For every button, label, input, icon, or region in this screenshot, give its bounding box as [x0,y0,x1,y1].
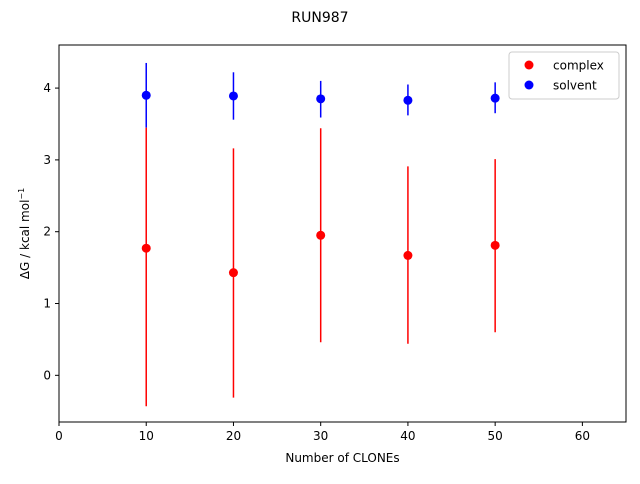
y-tick-label: 1 [43,297,51,311]
y-tick-label: 4 [43,81,51,95]
solvent-point [490,93,500,103]
x-tick-label: 30 [313,429,328,443]
y-axis-label-exponent: −1 [17,188,26,200]
legend: complex solvent [508,51,620,100]
legend-marker-solvent [524,80,534,90]
y-axis-ticks: 0 1 2 3 4 [43,81,59,382]
complex-point [403,250,413,260]
x-axis-ticks: 0 10 20 30 40 50 60 [55,422,590,443]
complex-point [490,240,500,250]
x-tick-label: 10 [139,429,154,443]
solvent-point [403,95,413,105]
x-tick-label: 0 [55,429,63,443]
legend-box [508,51,620,100]
x-tick-label: 50 [488,429,503,443]
y-axis-label-main: ΔG / kcal mol [18,200,32,280]
plot-frame [58,44,627,423]
y-tick-label: 2 [43,225,51,239]
legend-label-solvent: solvent [553,79,597,93]
legend-label-complex: complex [553,59,604,73]
solvent-point [228,91,238,101]
y-axis-label: ΔG / kcal mol−1 [17,188,32,279]
plot-marks [141,62,500,407]
x-tick-label: 40 [400,429,415,443]
chart-title: RUN987 [291,10,348,26]
complex-point [228,268,238,278]
y-tick-label: 0 [43,368,51,382]
x-tick-label: 20 [226,429,241,443]
x-tick-label: 60 [575,429,590,443]
x-axis-label: Number of CLONEs [285,451,399,465]
y-tick-label: 3 [43,153,51,167]
complex-point [316,230,326,240]
solvent-point [141,90,151,100]
solvent-point [316,94,326,104]
complex-point [141,243,151,253]
legend-marker-complex [524,60,534,70]
